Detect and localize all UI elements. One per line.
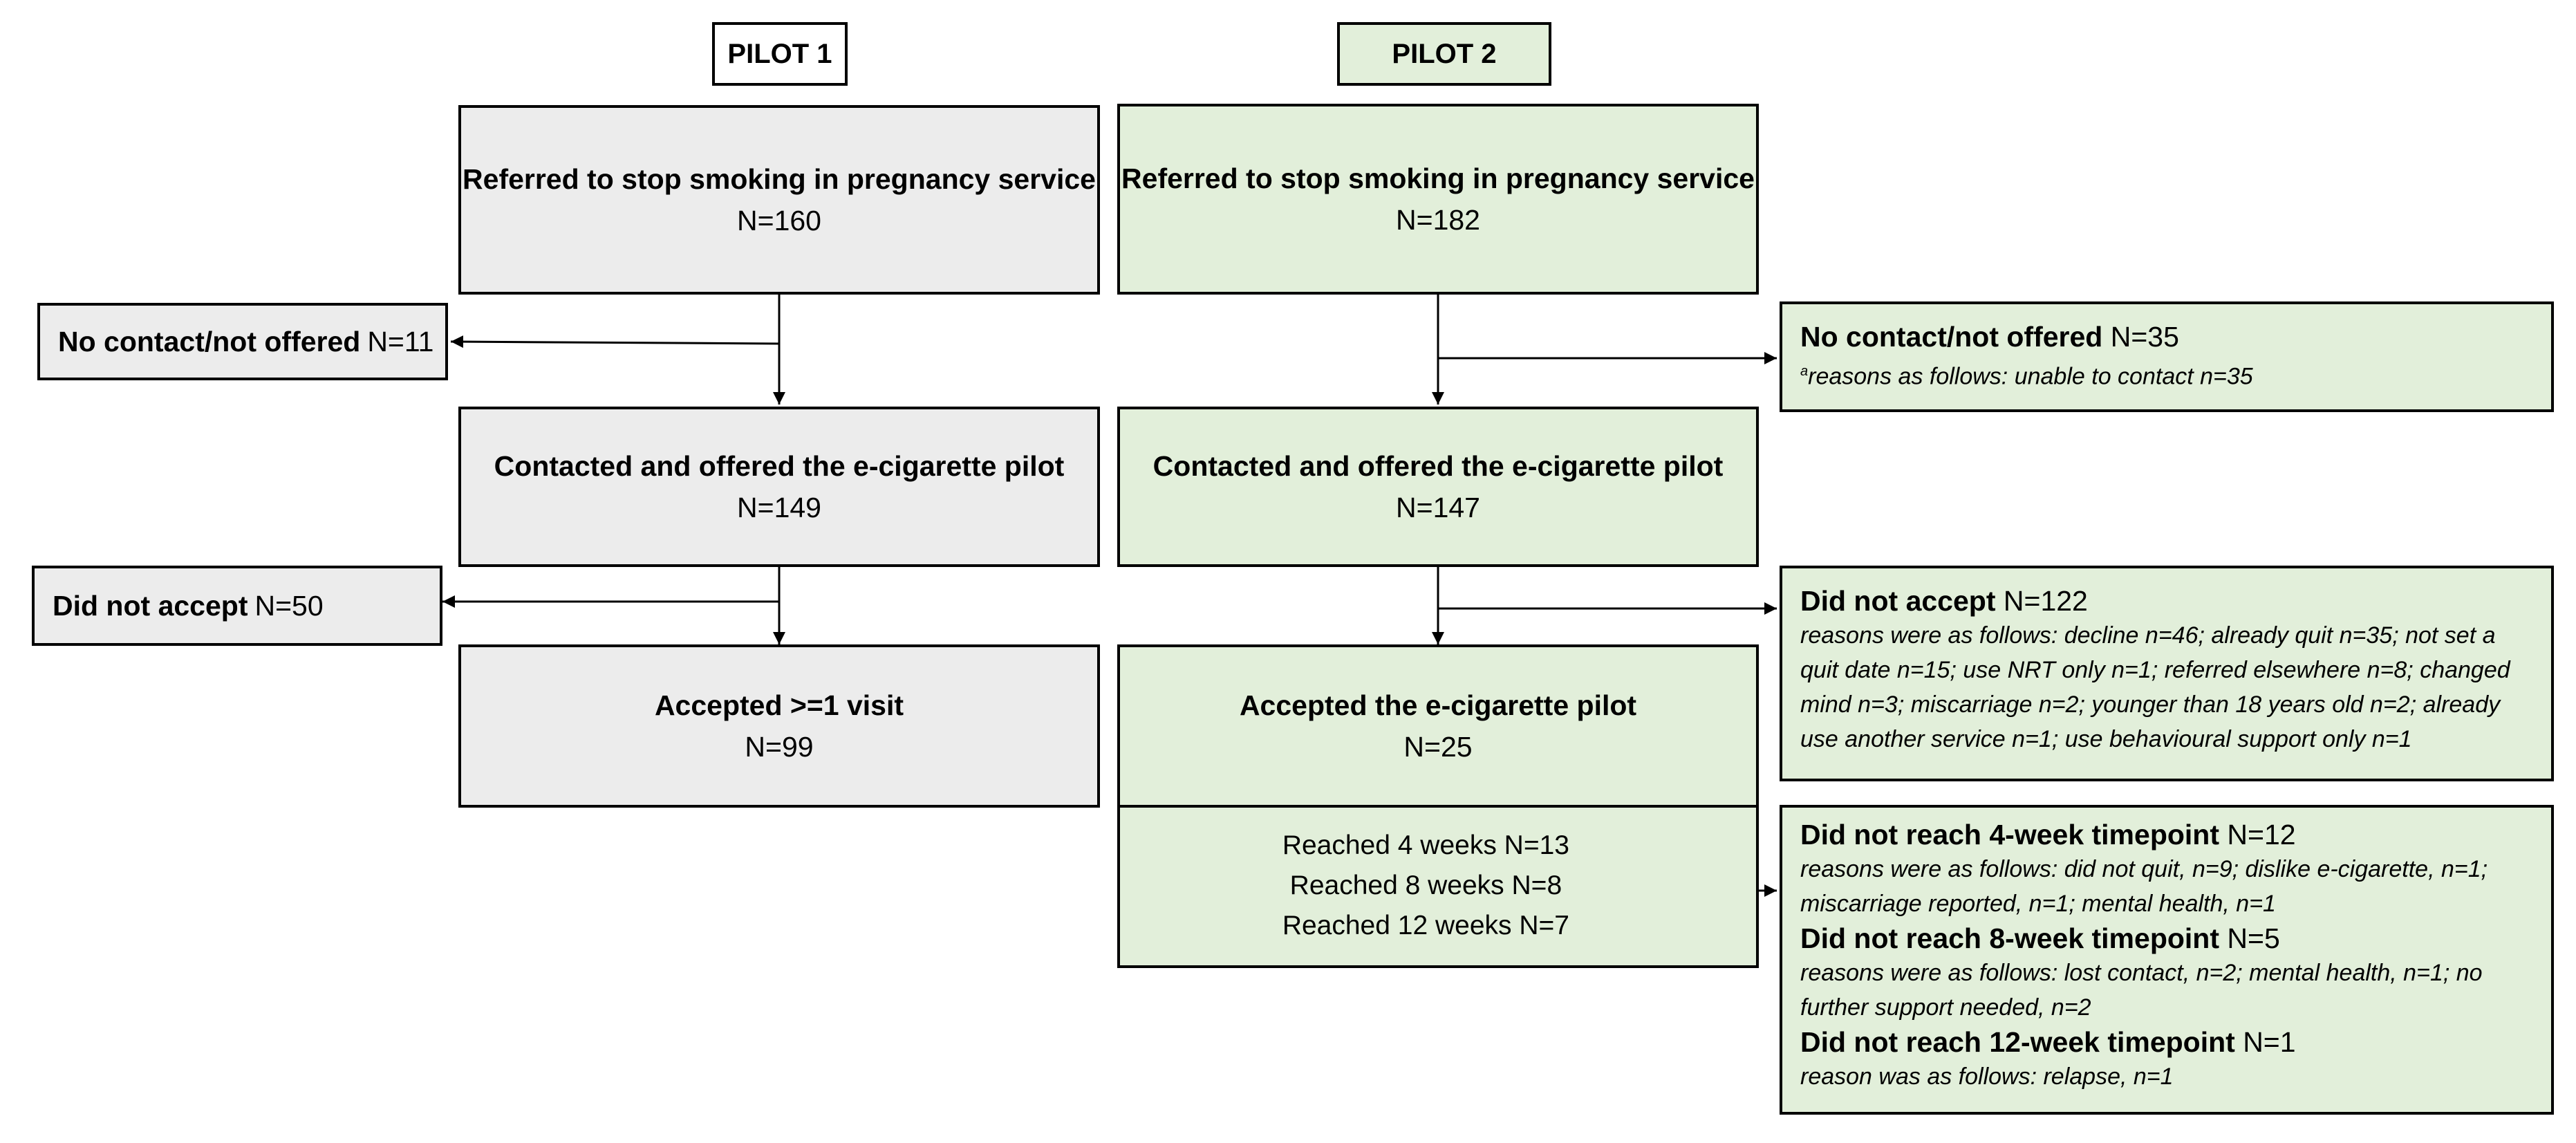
p1-referred-n: N=160 (737, 205, 821, 236)
reason-line: reasons were as follows: decline n=46; a… (1800, 622, 2496, 649)
p2-reached-box: Reached 4 weeks N=13 Reached 8 weeks N=8… (1117, 805, 1759, 968)
p2-not-reach-8-n: N=5 (2227, 922, 2280, 954)
p2-accepted-box: Accepted the e-cigarette pilot N=25 (1117, 644, 1759, 808)
p1-accepted-title: Accepted >=1 visit (654, 689, 904, 721)
p1-referred-title: Referred to stop smoking in pregnancy se… (463, 163, 1096, 195)
p2-contacted-box: Contacted and offered the e-cigarette pi… (1117, 407, 1759, 567)
p2-contacted-title: Contacted and offered the e-cigarette pi… (1152, 450, 1724, 482)
reason-line: quit date n=15; use NRT only n=1; referr… (1800, 657, 2510, 683)
p2-not-reach-4-label: Did not reach 4-week timepoint (1800, 819, 2219, 851)
p1-contacted-box: Contacted and offered the e-cigarette pi… (458, 407, 1100, 567)
pilot1-header-label: PILOT 1 (727, 38, 832, 69)
p1-no-contact-n: N=11 (367, 325, 434, 357)
p2-did-not-accept-n: N=122 (2003, 585, 2088, 617)
p2-referred-box: Referred to stop smoking in pregnancy se… (1117, 104, 1759, 295)
p2-no-contact-box: No contact/not offered N=35 areasons as … (1780, 301, 2554, 412)
reached-12-weeks: Reached 12 weeks N=7 (1282, 911, 1569, 940)
p1-did-not-accept-box: Did not accept N=50 (32, 566, 442, 646)
p2-did-not-accept-box: Did not accept N=122 reasons were as fol… (1780, 566, 2554, 781)
reason-line: miscarriage reported, n=1; mental health… (1800, 891, 2276, 917)
reason-line: use another service n=1; use behavioural… (1800, 726, 2412, 752)
reached-list: Reached 4 weeks N=13 Reached 8 weeks N=8… (1282, 826, 1569, 946)
p2-accepted-n: N=25 (1403, 731, 1473, 763)
reached-8-weeks: Reached 8 weeks N=8 (1289, 871, 1562, 900)
p2-not-reach-12-n: N=1 (2243, 1026, 2296, 1058)
p1-did-not-accept-n: N=50 (254, 589, 324, 622)
pilot1-header: PILOT 1 (712, 22, 848, 86)
reason-line: further support needed, n=2 (1800, 994, 2091, 1021)
p2-not-reach-4-n: N=12 (2227, 819, 2296, 851)
p2-accepted-title: Accepted the e-cigarette pilot (1239, 689, 1637, 721)
p2-not-reach-8-reasons: reasons were as follows: lost contact, n… (1800, 956, 2533, 1025)
p2-not-reach-8-label: Did not reach 8-week timepoint (1800, 922, 2219, 954)
p1-accepted-n: N=99 (745, 731, 814, 763)
reason-line: reason was as follows: relapse, n=1 (1800, 1063, 2174, 1090)
pilot2-header: PILOT 2 (1337, 22, 1551, 86)
p2-did-not-accept-label: Did not accept (1800, 585, 1996, 617)
p1-no-contact-box: No contact/not offered N=11 (37, 303, 448, 380)
p1-contacted-title: Contacted and offered the e-cigarette pi… (494, 450, 1065, 482)
p2-no-contact-n: N=35 (2110, 321, 2179, 353)
p1-did-not-accept-label: Did not accept (53, 589, 248, 622)
p2-did-not-accept-reasons: reasons were as follows: decline n=46; a… (1800, 618, 2533, 756)
p2-not-reach-12-reasons: reason was as follows: relapse, n=1 (1800, 1059, 2533, 1094)
reason-line: mind n=3; miscarriage n=2; younger than … (1800, 691, 2501, 718)
p1-referred-box: Referred to stop smoking in pregnancy se… (458, 105, 1100, 295)
p2-not-reach-12-label: Did not reach 12-week timepoint (1800, 1026, 2235, 1058)
p2-not-reach-4-reasons: reasons were as follows: did not quit, n… (1800, 852, 2533, 921)
p1-accepted-box: Accepted >=1 visit N=99 (458, 644, 1100, 808)
p2-no-contact-reasons: reasons as follows: unable to contact n=… (1808, 363, 2253, 390)
pilot2-header-label: PILOT 2 (1392, 38, 1497, 69)
reason-line: reasons were as follows: lost contact, n… (1800, 960, 2483, 986)
p2-referred-title: Referred to stop smoking in pregnancy se… (1121, 162, 1755, 194)
p2-no-contact-footnote-mark: a (1800, 364, 1809, 379)
p1-no-contact-label: No contact/not offered (58, 325, 361, 357)
reached-4-weeks: Reached 4 weeks N=13 (1282, 830, 1569, 860)
reason-line: reasons were as follows: did not quit, n… (1800, 856, 2488, 882)
p2-contacted-n: N=147 (1396, 492, 1480, 523)
p2-not-reached-box: Did not reach 4-week timepoint N=12 reas… (1780, 805, 2554, 1115)
p1-contacted-n: N=149 (737, 492, 821, 523)
p1-arrow-to-no-contact (450, 335, 780, 349)
p2-no-contact-label: No contact/not offered (1800, 321, 2103, 353)
p2-referred-n: N=182 (1396, 204, 1480, 236)
